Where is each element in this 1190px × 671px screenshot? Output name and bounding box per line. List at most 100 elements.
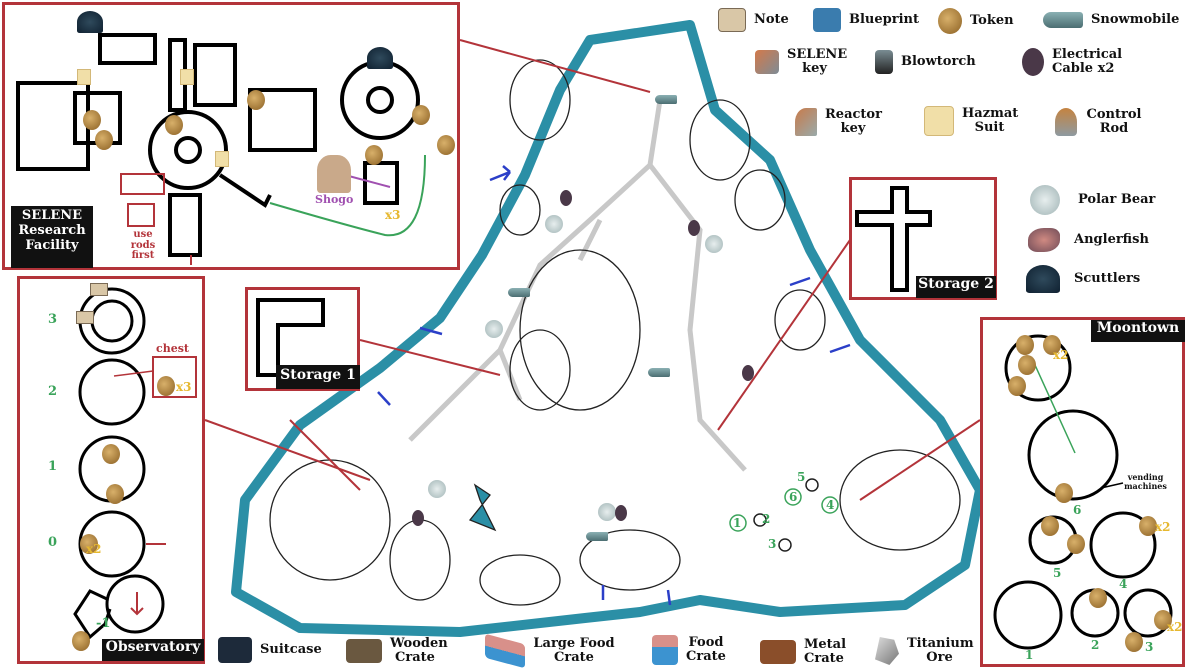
titanium-ore-icon <box>875 637 899 665</box>
polar-bear-icon <box>1030 185 1060 215</box>
island-coast <box>231 20 985 637</box>
moontown-top-count: x2 <box>1053 348 1069 362</box>
shogo-avatar <box>317 155 351 193</box>
legend-hazmat-suit: Hazmat Suit <box>924 106 1018 136</box>
legend-control-rod: Control Rod <box>1055 108 1143 136</box>
floor-label-minus-1: -1 <box>96 616 111 631</box>
building-label-1: 1 <box>1025 648 1034 662</box>
building-label-6: 6 <box>1073 503 1082 517</box>
floor-label-2: 2 <box>48 384 58 399</box>
building-label-5: 5 <box>1053 566 1062 580</box>
polar-bear-icon <box>705 235 723 253</box>
cable-icon <box>560 190 572 206</box>
storage-2-title: Storage 2 <box>916 276 996 298</box>
snowmobile-arrows <box>377 165 851 606</box>
suitcase-icon <box>218 637 252 663</box>
cable-icon <box>742 365 754 381</box>
shogo-label: Shogo <box>315 193 354 206</box>
floor-label-0: 0 <box>48 535 58 550</box>
map-label-6: 6 <box>789 490 798 504</box>
observatory-title: Observatory <box>102 639 204 661</box>
snowmobile-icon <box>648 368 670 377</box>
storage-2-panel: Storage 2 <box>849 177 997 300</box>
map-label-4: 4 <box>826 498 835 512</box>
storage-2-floorplan <box>855 186 932 292</box>
use-rods-note: use rods first <box>130 229 156 261</box>
moontown-buildings <box>729 478 839 552</box>
shogo-token-count: x3 <box>385 208 401 222</box>
floor0-token-count: x2 <box>86 542 102 556</box>
legend-food-crate: Food Crate <box>652 635 726 665</box>
food-crate-icon <box>652 635 678 665</box>
snowmobile-icon <box>586 532 608 541</box>
legend-scuttlers: Scuttlers <box>1026 265 1140 293</box>
polar-bear-icon <box>598 503 616 521</box>
reactor-key-icon <box>795 108 817 136</box>
blowtorch-icon <box>875 50 893 74</box>
map-label-3: 3 <box>768 537 777 551</box>
polar-bear-icon <box>545 215 563 233</box>
control-rod-icon <box>1055 108 1077 136</box>
cable-icon <box>1022 48 1044 76</box>
metal-crate-icon <box>760 639 796 664</box>
snowmobile-icon <box>655 95 677 104</box>
legend-selene-key: SELENE key <box>755 48 847 75</box>
legend-token: Token <box>938 8 1014 34</box>
map-label-2: 2 <box>762 512 771 526</box>
polar-bear-icon <box>428 480 446 498</box>
wooden-crate-icon <box>346 638 382 663</box>
scuttler-icon <box>77 11 103 33</box>
legend-suitcase: Suitcase <box>218 637 322 663</box>
storage-1-panel: Storage 1 <box>245 287 360 391</box>
legend-large-food-crate: Large Food Crate <box>485 633 615 668</box>
chest-label: chest <box>156 342 189 355</box>
map-label-1: 1 <box>733 516 742 530</box>
scuttler-icon <box>1026 265 1060 293</box>
legend-snowmobile: Snowmobile <box>1043 12 1179 28</box>
moontown-floorplan <box>993 334 1173 650</box>
building-3-count: x2 <box>1167 620 1183 634</box>
connector-lines <box>204 39 981 501</box>
selene-research-facility-panel: use rods first Shogo x3 SELENE Research … <box>2 2 460 270</box>
legend-blueprint: Blueprint <box>813 8 919 32</box>
hazmat-suit-icon <box>215 151 229 167</box>
anglerfish-icon <box>1028 228 1060 252</box>
legend-titanium-ore: Titanium Ore <box>875 637 974 665</box>
blueprint-icon <box>813 8 841 32</box>
hazmat-suit-icon <box>77 69 91 85</box>
cable-icon <box>688 220 700 236</box>
snowmobile-icon <box>1043 12 1083 28</box>
storage-1-floorplan <box>256 298 325 377</box>
legend-cable: Electrical Cable x2 <box>1022 48 1122 76</box>
hazmat-suit-icon <box>180 69 194 85</box>
snowmobile-icon <box>508 288 530 297</box>
floor-label-1: 1 <box>48 459 58 474</box>
cable-icon <box>615 505 627 521</box>
large-food-crate-icon <box>485 633 525 668</box>
scuttler-icon <box>367 47 393 69</box>
hazmat-suit-icon <box>924 106 954 136</box>
vending-machines-label: vending machines <box>1124 472 1167 491</box>
reactor-key-callout <box>127 203 155 227</box>
selene-title: SELENE Research Facility <box>11 206 93 268</box>
legend-polar-bear: Polar Bear <box>1030 185 1155 215</box>
polar-bear-icon <box>485 320 503 338</box>
selene-key-icon <box>755 49 779 74</box>
observatory-panel: 3 2 1 0 -1 chest x3 x2 Observatory <box>17 276 205 664</box>
building-label-3: 3 <box>1145 640 1154 654</box>
storage-1-title: Storage 1 <box>276 365 360 389</box>
building-label-4: 4 <box>1119 577 1128 591</box>
chest-contents: x3 <box>152 356 197 398</box>
moontown-title: Moontown <box>1091 320 1185 342</box>
cable-icon <box>412 510 424 526</box>
floor-label-3: 3 <box>48 312 58 327</box>
legend-note: Note <box>718 8 789 32</box>
legend-wooden-crate: Wooden Crate <box>346 637 448 664</box>
moontown-panel: Moontown x2 vending machines 6 5 x2 4 1 … <box>980 317 1185 667</box>
map-label-5: 5 <box>797 470 806 484</box>
chest-token-count: x3 <box>176 380 192 394</box>
building-4-count: x2 <box>1155 520 1171 534</box>
token-icon <box>938 8 962 34</box>
legend-metal-crate: Metal Crate <box>760 638 846 665</box>
